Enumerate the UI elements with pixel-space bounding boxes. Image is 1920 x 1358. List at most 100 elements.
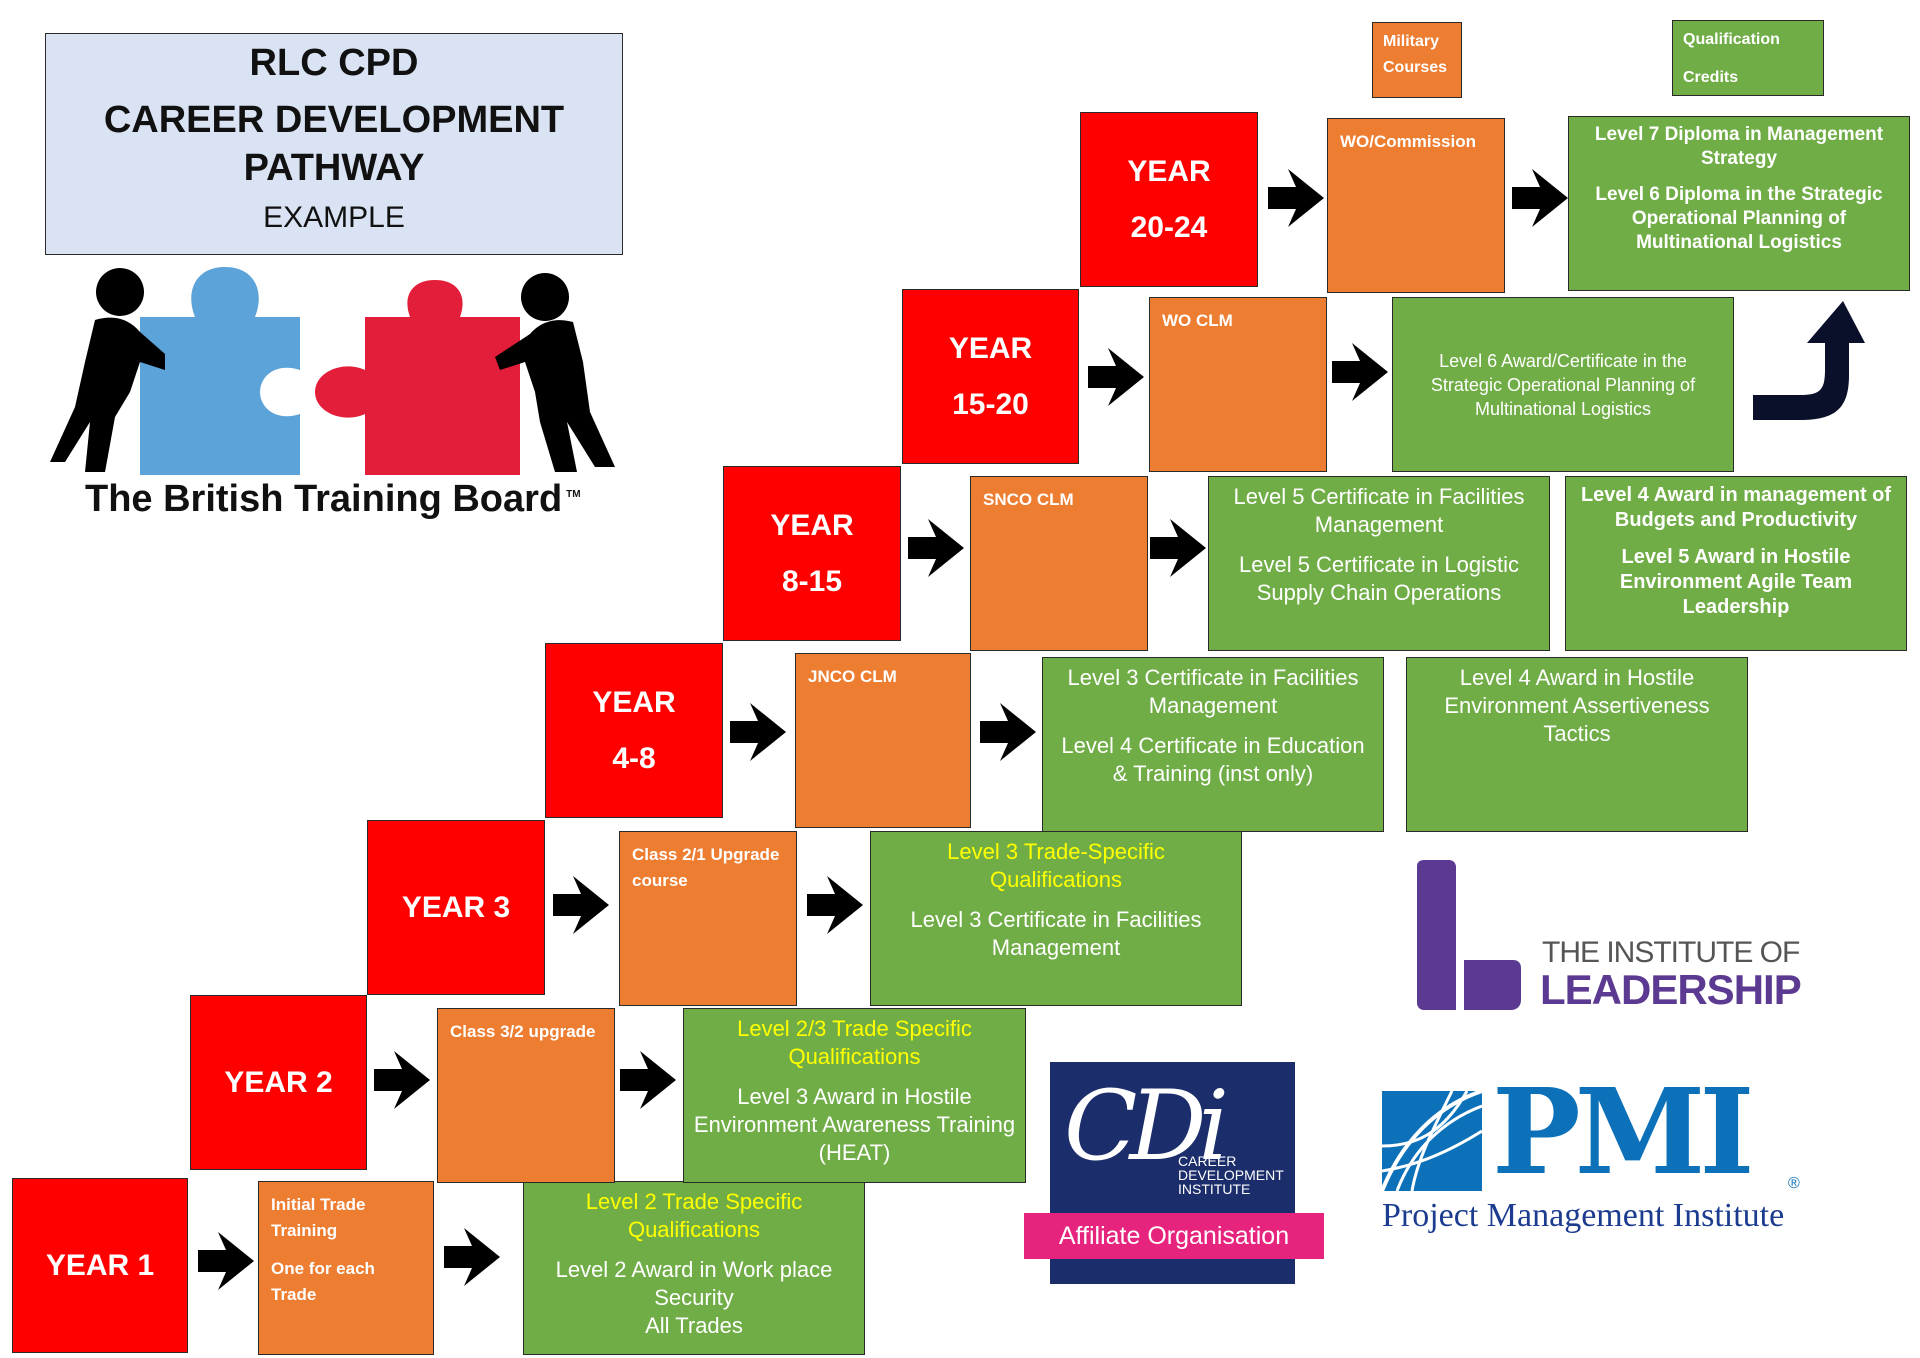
- arrow-right-icon: [807, 876, 863, 934]
- course-snco-clm: SNCO CLM: [970, 476, 1148, 651]
- arrow-right-icon: [1268, 169, 1324, 227]
- quals-year-8-15: Level 5 Certificate in Facilities Manage…: [1208, 476, 1550, 651]
- arrow-right-icon: [1088, 348, 1144, 406]
- arrow-right-icon: [374, 1051, 430, 1109]
- year-1-label: YEAR 1: [45, 1248, 155, 1282]
- quals-1-highlight: Level 2 Trade Specific Qualifications: [585, 1189, 803, 1242]
- title-box: RLC CPD CAREER DEVELOPMENT PATHWAY EXAMP…: [45, 33, 623, 255]
- pmi-registered: ®: [1788, 1175, 1800, 1192]
- year-4-8-label-2: 4-8: [612, 741, 656, 775]
- globe-icon: [1382, 1091, 1482, 1191]
- course-initial-trade-training: Initial Trade Training One for each Trad…: [258, 1181, 434, 1355]
- quals-year-15-20: Level 6 Award/Certificate in the Strateg…: [1392, 297, 1734, 472]
- cdi-initials: CDi: [1064, 1070, 1229, 1182]
- course-1-line-1: Initial Trade Training: [271, 1195, 366, 1240]
- course-wo-clm: WO CLM: [1149, 297, 1327, 472]
- quals-5-line-2: Level 5 Certificate in Logistic Supply C…: [1238, 552, 1520, 605]
- quals-5-line-1: Level 5 Certificate in Facilities Manage…: [1233, 484, 1525, 537]
- course-3-line-1: Class 2/1 Upgrade course: [632, 845, 780, 890]
- quals-year-4-8: Level 3 Certificate in Facilities Manage…: [1042, 657, 1384, 832]
- btb-tm: TM: [566, 489, 581, 501]
- curved-up-arrow-icon: [1753, 301, 1865, 420]
- pmi-logo: PMI ® Project Management Institute: [1380, 1067, 1810, 1240]
- leadership-mark-icon: [1417, 860, 1521, 1010]
- year-1-box: YEAR 1: [12, 1178, 188, 1353]
- course-7-line-1: WO/Commission: [1340, 132, 1477, 151]
- year-8-15-box: YEAR 8-15: [723, 466, 901, 641]
- year-3-box: YEAR 3: [367, 820, 545, 995]
- quals-7-line-2: Level 6 Diploma in the Strategic Operati…: [1595, 184, 1883, 253]
- year-20-24-box: YEAR 20-24: [1080, 112, 1258, 287]
- course-jnco-clm: JNCO CLM: [795, 653, 971, 828]
- title-line-1: RLC CPD: [249, 42, 419, 84]
- arrow-right-icon: [980, 703, 1036, 761]
- quals-2-highlight: Level 2/3 Trade Specific Qualifications: [737, 1016, 972, 1069]
- course-1-line-2: One for each Trade: [271, 1259, 375, 1304]
- quals-year-4-8-extra: Level 4 Award in Hostile Environment Ass…: [1406, 657, 1748, 832]
- btb-name: The British Training Board: [85, 478, 563, 520]
- arrow-right-icon: [1512, 169, 1568, 227]
- year-8-15-label-2: 8-15: [781, 564, 843, 598]
- legend-qualification-credits: Qualification Credits: [1672, 20, 1824, 96]
- quals-2-line-1: Level 3 Award in Hostile Environment Awa…: [693, 1084, 1016, 1165]
- quals-year-8-15-extra: Level 4 Award in management of Budgets a…: [1565, 476, 1907, 651]
- institute-of-leadership-logo: THE INSTITUTE OF LEADERSHIP: [1415, 860, 1802, 1015]
- course-class-2-1-upgrade: Class 2/1 Upgrade course: [619, 831, 797, 1006]
- course-class-3-2-upgrade: Class 3/2 upgrade: [437, 1008, 615, 1183]
- leadership-line-2: LEADERSHIP: [1540, 966, 1802, 1013]
- arrow-right-icon: [620, 1051, 676, 1109]
- quals-year-1: Level 2 Trade Specific Qualifications Le…: [523, 1181, 865, 1355]
- course-wo-commission: WO/Commission: [1327, 118, 1505, 293]
- quals-4-extra-line-1: Level 4 Award in Hostile Environment Ass…: [1444, 665, 1710, 746]
- quals-4-line-1: Level 3 Certificate in Facilities Manage…: [1067, 665, 1359, 718]
- year-8-15-label-1: YEAR: [770, 508, 854, 542]
- quals-5-extra-line-2: Level 5 Award in Hostile Environment Agi…: [1619, 546, 1853, 618]
- cdi-name-line-3: INSTITUTE: [1178, 1181, 1251, 1197]
- leadership-line-1: THE INSTITUTE OF: [1542, 936, 1800, 969]
- title-line-3: EXAMPLE: [263, 201, 405, 234]
- cdi-logo: CDi CAREER DEVELOPMENT INSTITUTE Affilia…: [1024, 1062, 1324, 1284]
- quals-5-extra-line-1: Level 4 Award in management of Budgets a…: [1580, 484, 1892, 531]
- year-4-8-box: YEAR 4-8: [545, 643, 723, 818]
- year-20-24-label-1: YEAR: [1127, 154, 1211, 188]
- course-5-line-1: SNCO CLM: [983, 490, 1074, 509]
- year-2-box: YEAR 2: [190, 995, 367, 1170]
- quals-7-line-1: Level 7 Diploma in Management Strategy: [1594, 124, 1884, 169]
- year-4-8-label-1: YEAR: [592, 685, 676, 719]
- year-3-label: YEAR 3: [401, 890, 511, 924]
- arrow-right-icon: [1332, 343, 1388, 401]
- year-20-24-label-2: 20-24: [1130, 210, 1208, 244]
- quals-1-line-2: All Trades: [645, 1313, 743, 1338]
- year-15-20-label-2: 15-20: [952, 387, 1029, 421]
- arrow-right-icon: [1150, 519, 1206, 577]
- cdi-name-line-2: DEVELOPMENT: [1178, 1167, 1284, 1183]
- arrow-right-icon: [908, 519, 964, 577]
- quals-4-line-2: Level 4 Certificate in Education & Train…: [1061, 733, 1365, 786]
- quals-1-line-1: Level 2 Award in Work place Security: [555, 1257, 833, 1310]
- cdi-name-line-1: CAREER: [1178, 1153, 1237, 1169]
- year-15-20-box: YEAR 15-20: [902, 289, 1079, 464]
- course-6-line-1: WO CLM: [1162, 311, 1233, 330]
- course-2-line-1: Class 3/2 upgrade: [450, 1022, 596, 1041]
- arrow-right-icon: [444, 1228, 500, 1286]
- quals-6-line-1: Level 6 Award/Certificate in the Strateg…: [1430, 350, 1696, 419]
- quals-3-line-1: Level 3 Certificate in Facilities Manage…: [910, 907, 1202, 960]
- arrow-right-icon: [730, 703, 786, 761]
- quals-year-2: Level 2/3 Trade Specific Qualifications …: [683, 1008, 1026, 1183]
- legend-military-courses: Military Courses: [1372, 22, 1462, 98]
- title-line-2: CAREER DEVELOPMENT PATHWAY: [103, 99, 565, 189]
- year-15-20-label-1: YEAR: [948, 331, 1033, 365]
- course-4-line-1: JNCO CLM: [808, 667, 897, 686]
- cdi-banner: Affiliate Organisation: [1024, 1213, 1324, 1259]
- pmi-initials: PMI: [1492, 1062, 1755, 1201]
- arrow-right-icon: [198, 1232, 254, 1290]
- puzzle-figures-icon: [50, 267, 615, 475]
- quals-3-highlight: Level 3 Trade-Specific Qualifications: [947, 839, 1165, 892]
- quals-year-20-24: Level 7 Diploma in Management Strategy L…: [1568, 116, 1910, 291]
- year-2-label: YEAR 2: [224, 1065, 333, 1099]
- quals-year-3: Level 3 Trade-Specific Qualifications Le…: [870, 831, 1242, 1006]
- cdi-name: CAREER DEVELOPMENT INSTITUTE: [1178, 1154, 1284, 1196]
- arrow-right-icon: [553, 876, 609, 934]
